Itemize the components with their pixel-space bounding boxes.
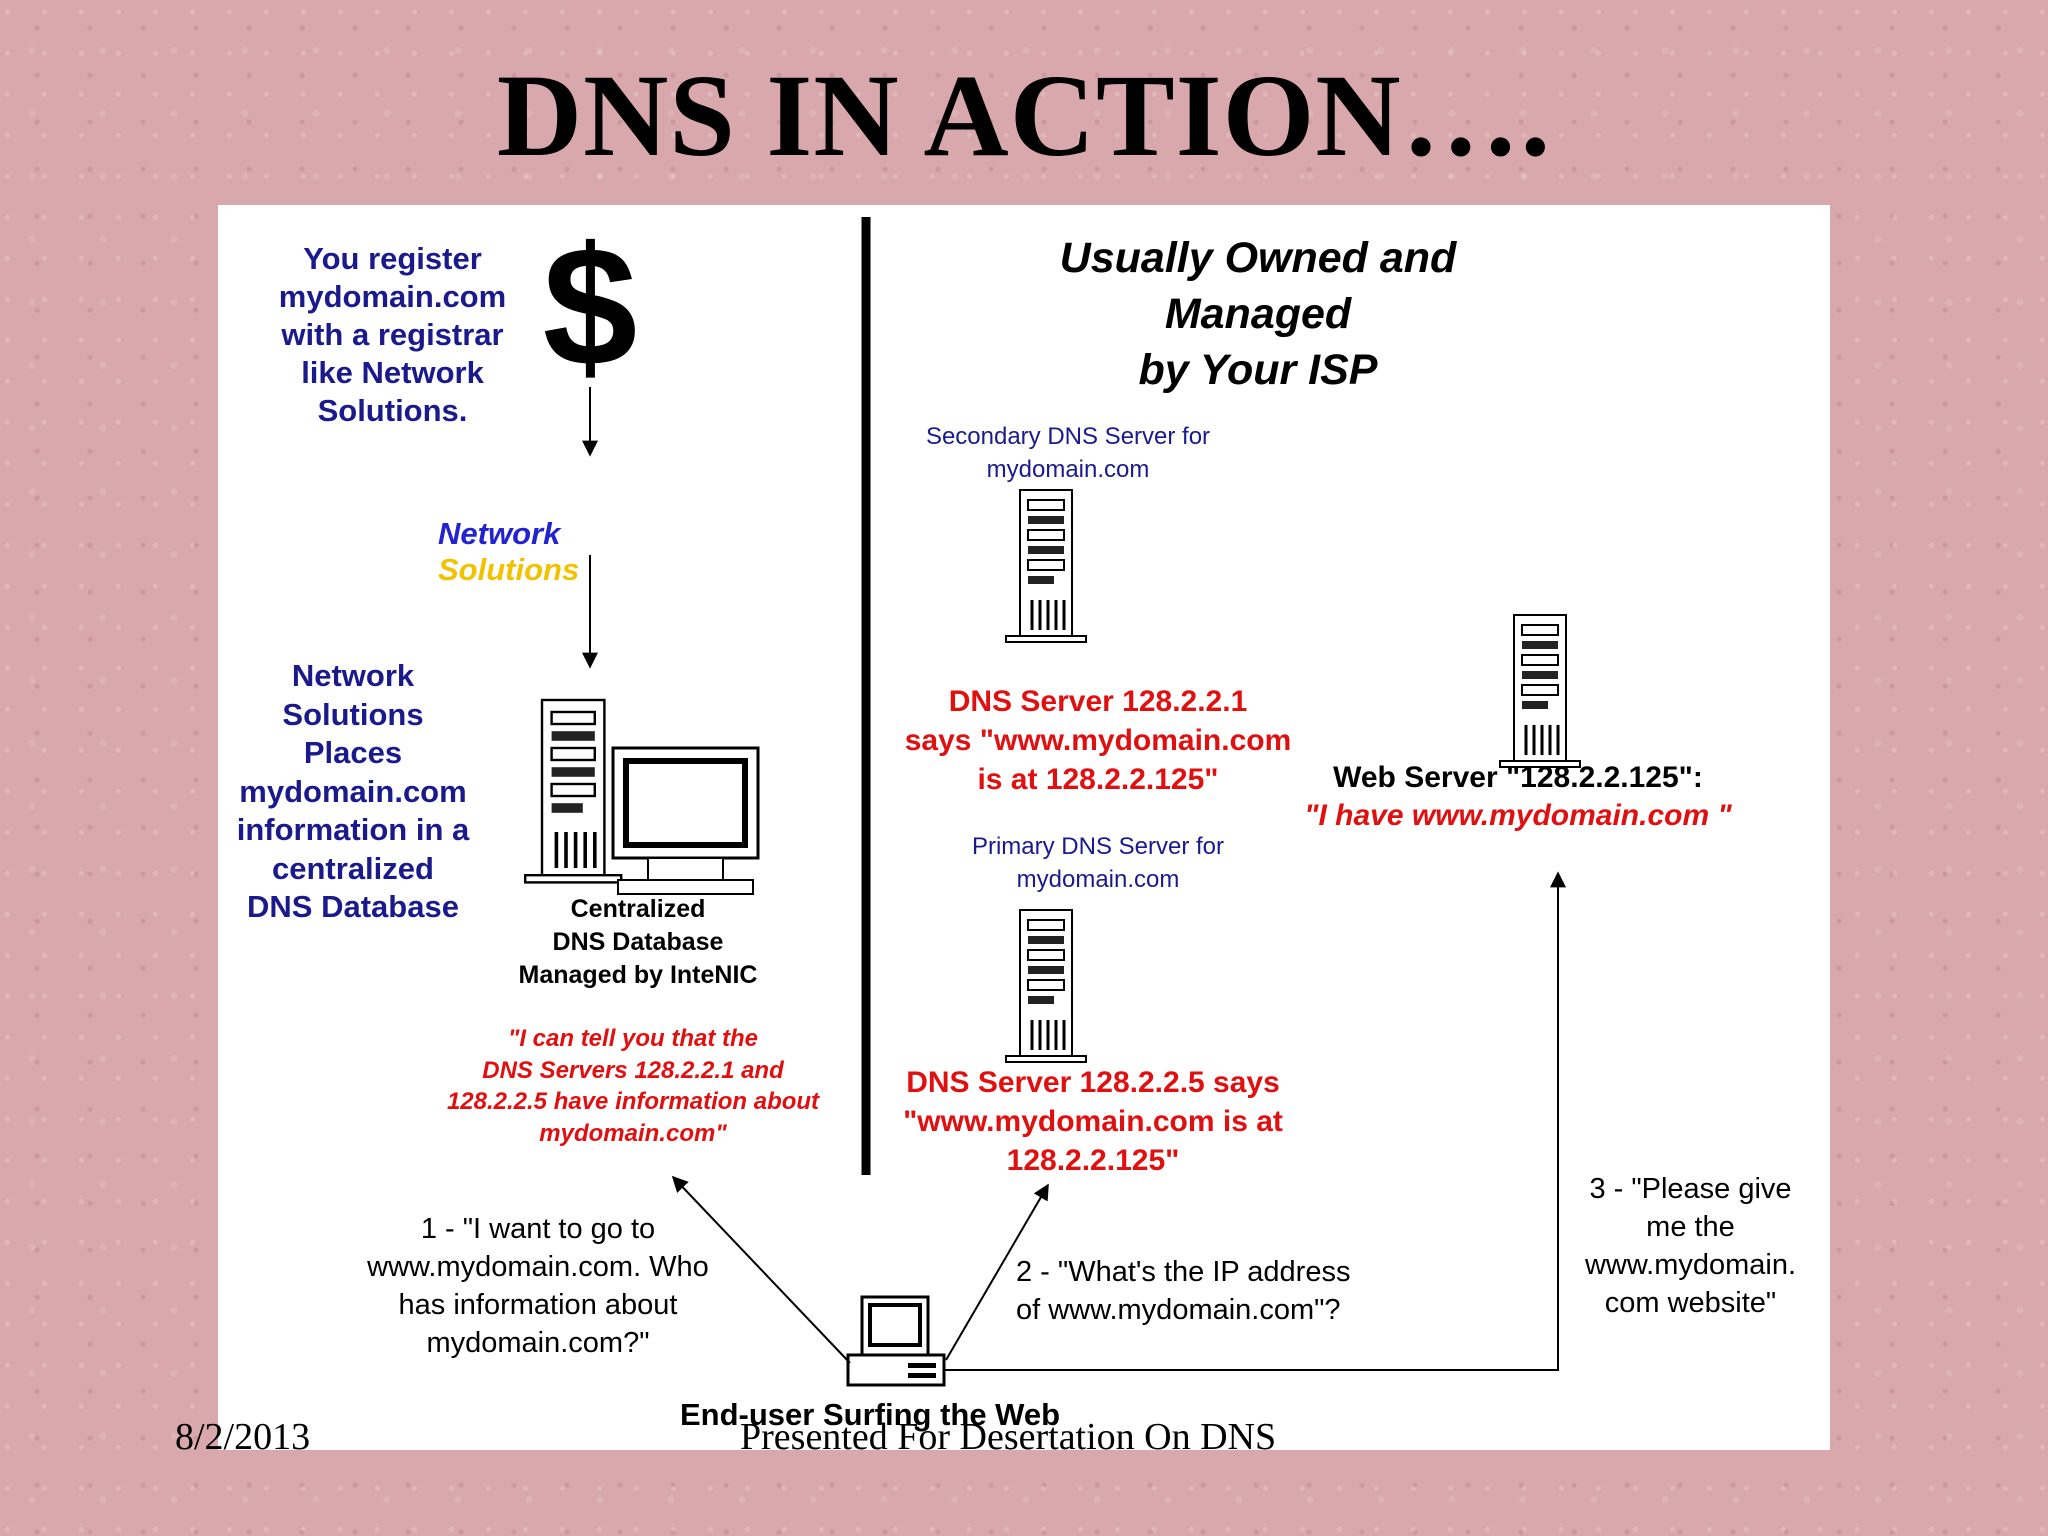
step-2-text: 2 - "What's the IP address of www.mydoma… xyxy=(1016,1256,1351,1326)
logo-word-solutions: Solutions xyxy=(438,552,580,587)
server-tower-icon xyxy=(1004,488,1088,644)
footer-center-text: Presented For Desertation On DNS xyxy=(740,1416,1277,1458)
diagram-canvas: $ xyxy=(523,212,1582,1387)
diagram-panel: $ You register mydomain xyxy=(218,205,1830,1450)
server-tower-icon xyxy=(1498,613,1582,769)
secondary-dns-says: DNS Server 128.2.2.1 says "www.mydomain.… xyxy=(878,643,1318,799)
server-tower-icon xyxy=(1004,908,1088,1064)
network-solutions-logo: Network Solutions xyxy=(438,480,768,588)
arrow-icon xyxy=(671,1175,851,1364)
primary-dns-says: DNS Server 128.2.2.5 says "www.mydomain.… xyxy=(903,1066,1283,1177)
places-text: Network Solutions Places mydomain.com in… xyxy=(236,658,470,924)
computer-monitor-icon xyxy=(611,746,760,895)
step-1-text: 1 - "I want to go to www.mydomain.com. W… xyxy=(367,1213,709,1359)
logo-word-network: Network xyxy=(438,516,561,551)
primary-dns-label: Primary DNS Server for mydomain.com xyxy=(971,833,1225,893)
central-db-label: Centralized DNS Database Managed by Inte… xyxy=(518,895,758,989)
end-user-label: End-user Surfing the Web xyxy=(680,1397,1061,1432)
dollar-icon: $ xyxy=(543,212,638,402)
footer-date: 8/2/2013 xyxy=(175,1416,311,1458)
desktop-computer-icon xyxy=(846,1295,946,1387)
secondary-dns-label: Secondary DNS Server for mydomain.com xyxy=(925,423,1211,483)
central-db-quote: "I can tell you that the DNS Servers 128… xyxy=(446,1025,820,1147)
web-server-label: Web Server "128.2.2.125": xyxy=(1333,761,1703,794)
arrow-icon xyxy=(945,1183,1049,1361)
web-server-quote: "I have www.mydomain.com " xyxy=(1304,799,1732,832)
secondary-dns-says-text: DNS Server 128.2.2.1 says "www.mydomain.… xyxy=(904,685,1292,796)
step-3-text: 3 - "Please give me the www.mydomain. co… xyxy=(1584,1173,1797,1319)
register-text: You register mydomain.com with a registr… xyxy=(278,241,507,428)
slide-title: DNS IN ACTION…. xyxy=(496,50,1552,181)
server-tower-icon xyxy=(523,698,624,885)
isp-heading: Usually Owned and Managed by Your ISP xyxy=(1059,234,1457,394)
arrow-icon xyxy=(944,871,1566,1371)
